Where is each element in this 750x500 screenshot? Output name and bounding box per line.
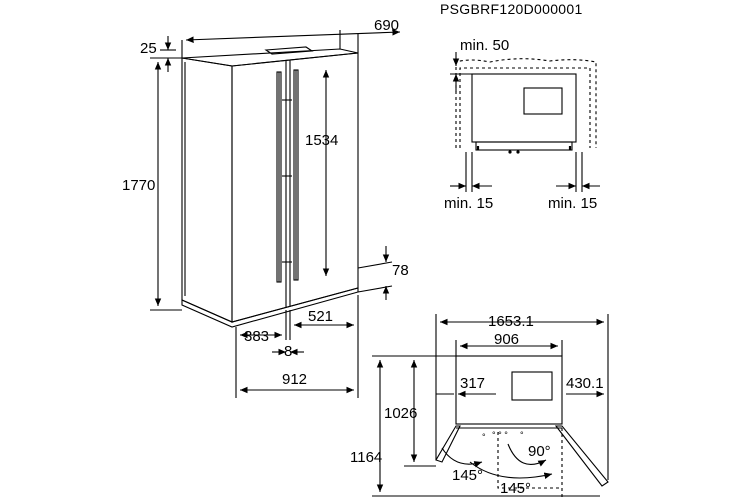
dim-total-width: 912 bbox=[235, 350, 359, 398]
top-clearance-label: min. 50 bbox=[460, 37, 509, 54]
right-inner-angle-label: 90° bbox=[528, 443, 551, 460]
door-height-label: 1534 bbox=[305, 132, 338, 149]
top-gap-label: 25 bbox=[140, 40, 157, 57]
fridge-top-face bbox=[181, 48, 359, 67]
display-panel bbox=[523, 87, 563, 115]
fridge-side-face bbox=[181, 57, 233, 323]
total-height-label: 1770 bbox=[122, 177, 155, 194]
dim-depth-top: 690 bbox=[181, 17, 401, 58]
dim-total-height: 1770 bbox=[122, 57, 182, 311]
niche-outline bbox=[455, 58, 597, 148]
left-door-width-label: 383 bbox=[244, 328, 269, 345]
right-outer-angle-label: 145° bbox=[500, 480, 531, 497]
bottom-height-label: 78 bbox=[392, 262, 409, 279]
open-depth-label: 1164 bbox=[350, 449, 382, 466]
right-open-door bbox=[554, 425, 609, 487]
clearance-view: min. 50 min. 15 min. 15 bbox=[444, 37, 600, 212]
depth-top-label: 690 bbox=[374, 17, 399, 34]
total-width-label: 912 bbox=[282, 371, 307, 388]
svg-text:°: ° bbox=[482, 432, 486, 442]
model-code: PSGBRF120D000001 bbox=[440, 1, 583, 17]
right-clearance-label: min. 15 bbox=[548, 195, 597, 212]
right-outer-angle-arc bbox=[469, 461, 553, 479]
cabinet-depth-label: 1026 bbox=[384, 405, 417, 422]
right-offset-label: 430.1 bbox=[566, 375, 604, 392]
svg-text:°: ° bbox=[520, 430, 524, 440]
right-inner-angle-arc bbox=[507, 443, 547, 467]
open-width-label: 1653.1 bbox=[488, 313, 534, 330]
left-clearance-label: min. 15 bbox=[444, 195, 493, 212]
dim-door-widths: 383 521 8 bbox=[235, 295, 359, 360]
dim-door-height: 1534 bbox=[305, 70, 338, 276]
door-bottom bbox=[475, 141, 573, 151]
front-view-fridge bbox=[181, 46, 359, 328]
left-open-door bbox=[435, 425, 461, 463]
cabinet-width-label: 906 bbox=[494, 331, 519, 348]
dim-top-gap: 25 bbox=[140, 36, 182, 72]
svg-text:° ° °: ° ° ° bbox=[492, 430, 508, 440]
door-gap-label: 8 bbox=[284, 343, 292, 360]
fridge-front-face bbox=[231, 52, 359, 323]
left-offset-label: 317 bbox=[460, 375, 485, 392]
dim-bottom-height: 78 bbox=[357, 246, 409, 300]
plan-display-panel bbox=[511, 371, 553, 401]
left-door-angle-label: 145° bbox=[452, 467, 483, 484]
plan-view: ° ° ° ° ° 145° 90° 145° 1653.1 906 317 4… bbox=[350, 313, 609, 500]
door-swing-area bbox=[497, 432, 562, 489]
right-door-width-label: 521 bbox=[308, 308, 333, 325]
left-angle-arc bbox=[441, 447, 483, 468]
top-vent bbox=[264, 46, 314, 55]
